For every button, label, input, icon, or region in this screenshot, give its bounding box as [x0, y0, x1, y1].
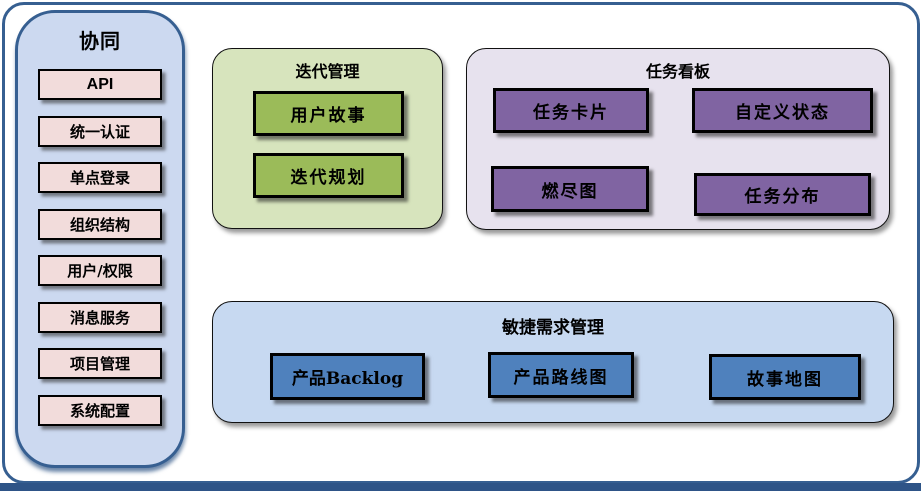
group-title-task-kanban: 任务看板: [645, 64, 710, 81]
sidebar-item-list: API 统一认证 单点登录 组织结构 用户/权限 消息服务 项目管理 系统配置: [18, 69, 182, 426]
group-task-kanban: 任务看板 任务卡片 自定义状态 燃尽图 任务分布: [466, 48, 890, 230]
sidebar-item-sso: 单点登录: [38, 162, 162, 193]
sidebar-title: 协同: [79, 31, 121, 53]
group-title-agile-requirement-management: 敏捷需求管理: [502, 318, 604, 337]
card-iteration-planning: 迭代规划: [253, 153, 404, 198]
sidebar-item-org-structure: 组织结构: [38, 208, 162, 240]
sidebar-item-system-config: 系统配置: [38, 394, 162, 426]
card-task-card: 任务卡片: [493, 88, 649, 133]
group-iteration-management: 迭代管理 用户故事 迭代规划: [212, 48, 443, 229]
card-custom-status: 自定义状态: [692, 88, 873, 133]
sidebar-item-project-management: 项目管理: [38, 348, 162, 379]
sidebar-item-message-service: 消息服务: [38, 301, 162, 333]
card-burndown-chart: 燃尽图: [491, 166, 649, 212]
group-title-iteration-management: 迭代管理: [295, 64, 360, 81]
card-user-story: 用户故事: [253, 91, 404, 136]
sidebar-item-unified-auth: 统一认证: [38, 115, 162, 147]
card-story-map: 故事地图: [709, 354, 861, 400]
card-task-distribution: 任务分布: [694, 173, 871, 216]
bottom-edge-strip: [0, 483, 921, 491]
sidebar-item-api: API: [38, 69, 162, 100]
card-product-backlog: 产品Backlog: [270, 353, 425, 400]
group-agile-requirement-management: 敏捷需求管理 产品Backlog 产品路线图 故事地图: [212, 301, 894, 423]
outer-frame: [2, 2, 920, 484]
card-product-roadmap: 产品路线图: [488, 352, 634, 398]
sidebar-item-user-permissions: 用户/权限: [38, 255, 162, 286]
sidebar-collaboration: 协同 API 统一认证 单点登录 组织结构 用户/权限 消息服务 项目管理 系统…: [15, 10, 185, 468]
